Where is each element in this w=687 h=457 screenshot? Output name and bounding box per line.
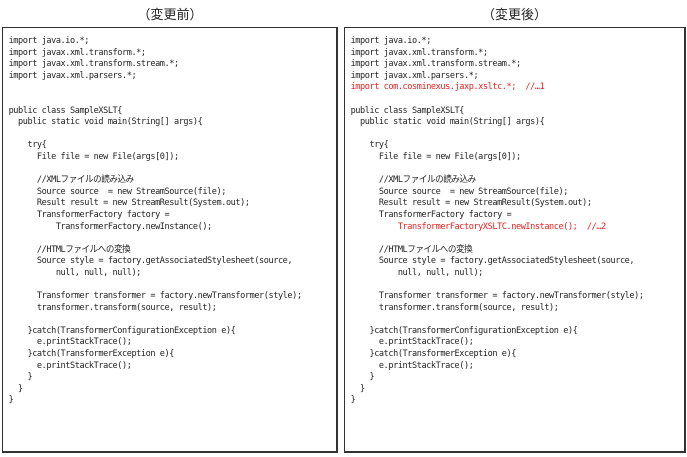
code-line: TransformerFactory factory = [350,208,512,220]
code-listing-after: import java.io.*;import javax.xml.transf… [345,28,660,406]
code-line [351,278,661,290]
heading-after: （変更後） [481,8,547,23]
code-line: Transformer transformer = factory.newTra… [8,290,302,302]
code-line: try{ [350,139,389,151]
code-line: e.printStackTrace(); [8,336,132,348]
code-line: } [8,382,23,394]
code-line: public class SampleXSLT{ [350,104,465,116]
code-line: }catch(TransformerConfigurationException… [8,324,236,336]
code-line [9,232,313,244]
code-line [351,93,661,105]
code-line: public class SampleXSLT{ [8,104,123,116]
code-line-changed: TransformerFactoryXSLTC.newInstance(); /… [350,220,606,232]
code-line: TransformerFactory factory = [8,208,170,220]
code-line: //HTMLファイルへの変換 [8,243,131,255]
code-line: Source source = new StreamSource(file); [350,185,568,197]
code-line: null, null, null); [8,266,141,278]
code-line: Transformer transformer = factory.newTra… [350,290,644,302]
code-line: Source style = factory.getAssociatedStyl… [8,255,293,267]
code-line: } [350,394,356,406]
code-line: import javax.xml.transform.*; [350,46,488,58]
code-line [351,163,661,175]
code-line [9,278,313,290]
code-line: import javax.xml.transform.stream.*; [350,58,522,70]
code-line: public static void main(String[] args){ [8,116,203,128]
code-line: Source style = factory.getAssociatedStyl… [350,255,635,267]
code-line [9,313,313,325]
code-line-changed: import com.cosminexus.jaxp.xsltc.*; //…1 [350,81,545,93]
code-line: import javax.xml.parsers.*; [350,69,479,81]
code-line: } [350,371,375,383]
code-line: public static void main(String[] args){ [350,116,545,128]
code-line: import java.io.*; [350,35,432,46]
code-line: //XMLファイルの読み込み [8,174,134,186]
code-line: File file = new File(args[0]); [350,150,521,162]
code-line: transformer.transform(source, result); [8,301,217,313]
code-panel-before: import java.io.*;import javax.xml.transf… [2,27,338,453]
code-line: import java.io.*; [8,35,90,46]
code-line: }catch(TransformerConfigurationException… [350,324,578,336]
code-line: } [8,371,33,383]
code-line: File file = new File(args[0]); [8,150,179,162]
code-line [9,81,313,93]
code-line: }catch(TransformerException e){ [8,348,174,360]
code-line [351,128,661,140]
code-listing-before: import java.io.*;import javax.xml.transf… [3,28,313,406]
code-line: try{ [8,139,47,151]
code-line: TransformerFactory.newInstance(); [8,220,212,232]
code-line: null, null, null); [350,266,483,278]
code-line [9,128,313,140]
code-line: //XMLファイルの読み込み [350,174,476,186]
code-line: Result result = new StreamResult(System.… [8,197,250,209]
code-line: } [8,394,14,406]
code-line: import javax.xml.parsers.*; [8,69,137,81]
code-line: }catch(TransformerException e){ [350,348,516,360]
code-line: e.printStackTrace(); [350,359,474,371]
code-line: //HTMLファイルへの変換 [350,243,473,255]
heading-before: （変更前） [137,8,203,23]
code-line: Source source = new StreamSource(file); [8,185,226,197]
code-line: e.printStackTrace(); [350,336,474,348]
code-line: transformer.transform(source, result); [350,301,559,313]
code-line: import javax.xml.transform.stream.*; [8,58,180,70]
code-line [9,93,313,105]
code-line [351,313,661,325]
code-line: Result result = new StreamResult(System.… [350,197,592,209]
code-line: } [350,382,365,394]
code-line: e.printStackTrace(); [8,359,132,371]
code-line [9,163,313,175]
code-panel-after: import java.io.*;import javax.xml.transf… [344,27,686,453]
code-line: import javax.xml.transform.*; [8,46,146,58]
code-line [351,232,661,244]
